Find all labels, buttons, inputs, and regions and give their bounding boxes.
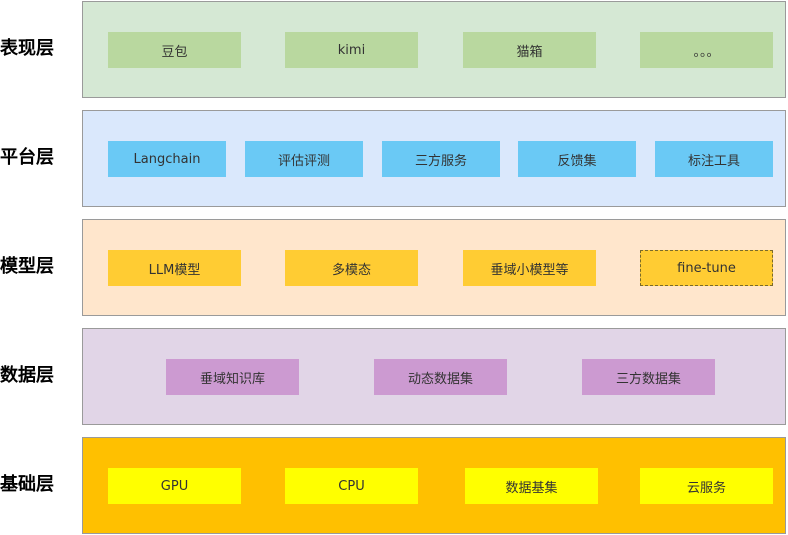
layer-item: 标注工具 <box>655 141 773 177</box>
layer-item: 垂域知识库 <box>166 359 299 395</box>
presentation-layer-band: 豆包 kimi 猫箱 。。。 <box>82 1 786 98</box>
layer-label-infra: 基础层 <box>0 474 54 495</box>
layer-item-dashed: fine-tune <box>640 250 773 286</box>
layer-item: 动态数据集 <box>374 359 507 395</box>
layer-item: 评估评测 <box>245 141 363 177</box>
layer-item: 猫箱 <box>463 32 596 68</box>
layer-item: 数据基集 <box>465 468 598 504</box>
layer-item: GPU <box>108 468 241 504</box>
infra-layer-band: GPU CPU 数据基集 云服务 <box>82 437 786 534</box>
data-layer-band: 垂域知识库 动态数据集 三方数据集 <box>82 328 786 425</box>
layer-label-platform: 平台层 <box>0 147 54 168</box>
layer-item: 垂域小模型等 <box>463 250 596 286</box>
model-layer-band: LLM模型 多模态 垂域小模型等 fine-tune <box>82 219 786 316</box>
platform-layer-band: Langchain 评估评测 三方服务 反馈集 标注工具 <box>82 110 786 207</box>
layer-item: CPU <box>285 468 418 504</box>
layer-label-presentation: 表现层 <box>0 38 54 59</box>
layer-item: 三方服务 <box>382 141 500 177</box>
layer-label-model: 模型层 <box>0 256 54 277</box>
layer-item: kimi <box>285 32 418 68</box>
layer-item: 。。。 <box>640 32 773 68</box>
layer-item: 反馈集 <box>518 141 636 177</box>
layer-item: 三方数据集 <box>582 359 715 395</box>
layer-item: LLM模型 <box>108 250 241 286</box>
layer-item: Langchain <box>108 141 226 177</box>
layer-item: 多模态 <box>285 250 418 286</box>
layer-item: 云服务 <box>640 468 773 504</box>
layer-label-data: 数据层 <box>0 365 54 386</box>
layer-item: 豆包 <box>108 32 241 68</box>
